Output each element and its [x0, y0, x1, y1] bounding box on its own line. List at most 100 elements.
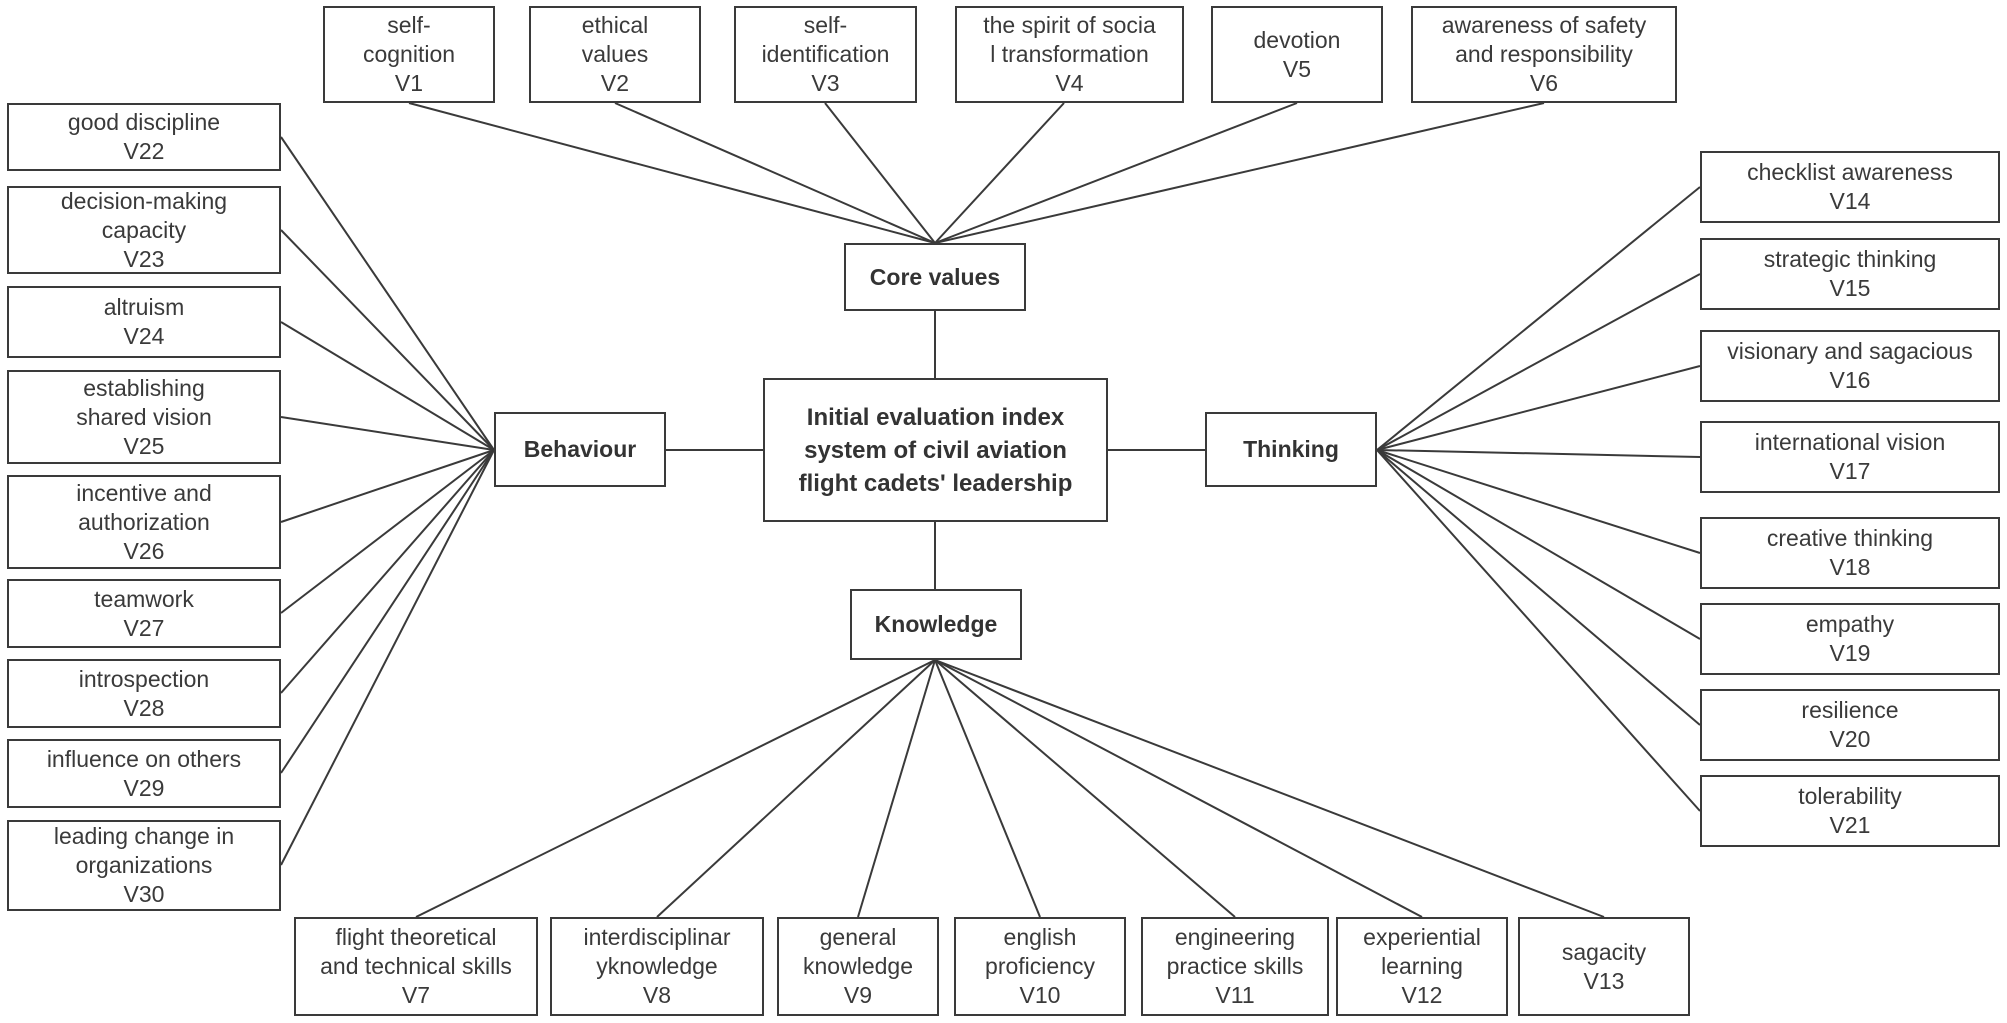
indicator-v13-label: sagacity — [1561, 938, 1647, 965]
indicator-v27-label: teamwork — [94, 585, 194, 612]
indicator-v23-label: decision-making capacity — [60, 187, 228, 243]
indicator-v18-code: V18 — [1829, 554, 1871, 580]
indicator-v26-label: incentive and authorization — [76, 479, 212, 535]
indicator-v15-label: strategic thinking — [1763, 246, 1937, 272]
indicator-v30-label: leading change in organizations — [53, 823, 235, 878]
category-knowledge: Knowledge — [850, 589, 1022, 660]
indicator-v21-code: V21 — [1829, 812, 1871, 838]
indicator-v14-code: V14 — [1829, 188, 1871, 214]
indicator-v2-code: V2 — [600, 70, 630, 96]
indicator-v1: self- cognition V1 — [323, 6, 495, 103]
indicator-v17-code: V17 — [1829, 458, 1871, 484]
category-behaviour-label: Behaviour — [523, 436, 637, 462]
indicator-v20-code: V20 — [1829, 726, 1871, 752]
edge-knowledge-v9 — [857, 659, 936, 918]
indicator-v7: flight theoretical and technical skills … — [294, 917, 538, 1016]
edge-knowledge-v13 — [934, 659, 1605, 918]
indicator-v23-code: V23 — [123, 245, 165, 272]
edge-behaviour-v27 — [280, 449, 495, 614]
category-core-values-label: Core values — [869, 263, 1001, 290]
indicator-v15: strategic thinking V15 — [1700, 238, 2000, 310]
indicator-v15-code: V15 — [1829, 275, 1871, 301]
edge-thinking-v16 — [1376, 365, 1701, 451]
root-node: Initial evaluation index system of civil… — [763, 378, 1108, 522]
indicator-v8-code: V8 — [642, 982, 672, 1008]
indicator-v29: influence on others V29 — [7, 739, 281, 808]
category-thinking: Thinking — [1205, 412, 1377, 487]
indicator-v20: resilience V20 — [1700, 689, 2000, 761]
indicator-v22-code: V22 — [123, 138, 165, 164]
indicator-v16-label: visionary and sagacious — [1727, 338, 1973, 364]
edge-knowledge-v10 — [934, 659, 1041, 918]
indicator-v8: interdisciplinar yknowledge V8 — [550, 917, 764, 1016]
indicator-v26-code: V26 — [123, 537, 165, 564]
indicator-v29-label: influence on others — [46, 745, 242, 772]
indicator-v9: general knowledge V9 — [777, 917, 939, 1016]
indicator-v27-code: V27 — [123, 614, 165, 641]
indicator-v2-label: ethical values — [581, 12, 649, 67]
edge-knowledge-v12 — [934, 659, 1423, 918]
indicator-v1-label: self- cognition — [362, 12, 456, 67]
indicator-v10-code: V10 — [1019, 982, 1061, 1008]
edge-core-values-v5 — [934, 102, 1298, 244]
indicator-v25-code: V25 — [123, 432, 165, 459]
indicator-v28-label: introspection — [78, 665, 210, 692]
indicator-v14-label: checklist awareness — [1747, 159, 1953, 185]
indicator-v21-label: tolerability — [1798, 783, 1902, 809]
edge-thinking-v19 — [1376, 449, 1701, 640]
edge-knowledge-v8 — [656, 659, 936, 918]
indicator-v22: good discipline V22 — [7, 103, 281, 171]
indicator-v1-code: V1 — [394, 70, 424, 96]
edge-thinking-v18 — [1376, 449, 1701, 554]
indicator-v28-code: V28 — [123, 694, 165, 721]
edge-behaviour-v30 — [280, 449, 495, 866]
indicator-v10: english proficiency V10 — [954, 917, 1126, 1016]
indicator-v5-code: V5 — [1282, 55, 1312, 82]
indicator-v30: leading change in organizations V30 — [7, 820, 281, 911]
edge-thinking-v20 — [1376, 449, 1701, 726]
indicator-v27: teamwork V27 — [7, 579, 281, 648]
edge-core-values-v4 — [934, 102, 1065, 244]
edge-core-values-v6 — [934, 102, 1545, 244]
indicator-v21: tolerability V21 — [1700, 775, 2000, 847]
edge-behaviour-v25 — [280, 416, 495, 451]
edge-knowledge-v11 — [934, 659, 1236, 918]
indicator-v29-code: V29 — [123, 774, 165, 801]
indicator-v4: the spirit of socia l transformation V4 — [955, 6, 1184, 103]
indicator-v19-code: V19 — [1829, 640, 1871, 666]
category-behaviour: Behaviour — [494, 412, 666, 487]
edge-knowledge-v7 — [415, 659, 936, 918]
category-thinking-label: Thinking — [1243, 436, 1339, 462]
edge-behaviour-v23 — [280, 229, 495, 451]
indicator-v6-code: V6 — [1529, 70, 1559, 96]
indicator-v3: self- identification V3 — [734, 6, 917, 103]
indicator-v26: incentive and authorization V26 — [7, 475, 281, 569]
indicator-v9-code: V9 — [843, 982, 873, 1008]
edge-behaviour-v24 — [280, 321, 495, 451]
indicator-v14: checklist awareness V14 — [1700, 151, 2000, 223]
indicator-v24-code: V24 — [123, 323, 165, 349]
indicator-v17: international vision V17 — [1700, 421, 2000, 493]
indicator-v19-label: empathy — [1805, 611, 1895, 637]
indicator-v13-code: V13 — [1583, 967, 1625, 994]
indicator-v7-code: V7 — [401, 982, 431, 1008]
indicator-v16-code: V16 — [1829, 367, 1871, 393]
indicator-v10-label: english proficiency — [985, 924, 1095, 979]
edge-thinking-v21 — [1376, 449, 1701, 812]
indicator-v11-code: V11 — [1215, 982, 1255, 1008]
indicator-v24: altruism V24 — [7, 286, 281, 358]
edge-behaviour-v22 — [280, 136, 495, 451]
category-knowledge-label: Knowledge — [874, 611, 998, 637]
indicator-v30-code: V30 — [123, 881, 165, 907]
indicator-v8-label: interdisciplinar yknowledge — [583, 924, 731, 979]
indicator-v11: engineering practice skills V11 — [1141, 917, 1329, 1016]
indicator-v13: sagacity V13 — [1518, 917, 1690, 1016]
edge-thinking-v17 — [1376, 449, 1701, 458]
indicator-v4-label: the spirit of socia l transformation — [983, 12, 1156, 67]
indicator-v9-label: general knowledge — [803, 924, 913, 979]
indicator-v3-label: self- identification — [761, 12, 890, 67]
indicator-v7-label: flight theoretical and technical skills — [320, 924, 512, 979]
indicator-v20-label: resilience — [1801, 697, 1899, 723]
edge-thinking-v14 — [1376, 186, 1701, 451]
